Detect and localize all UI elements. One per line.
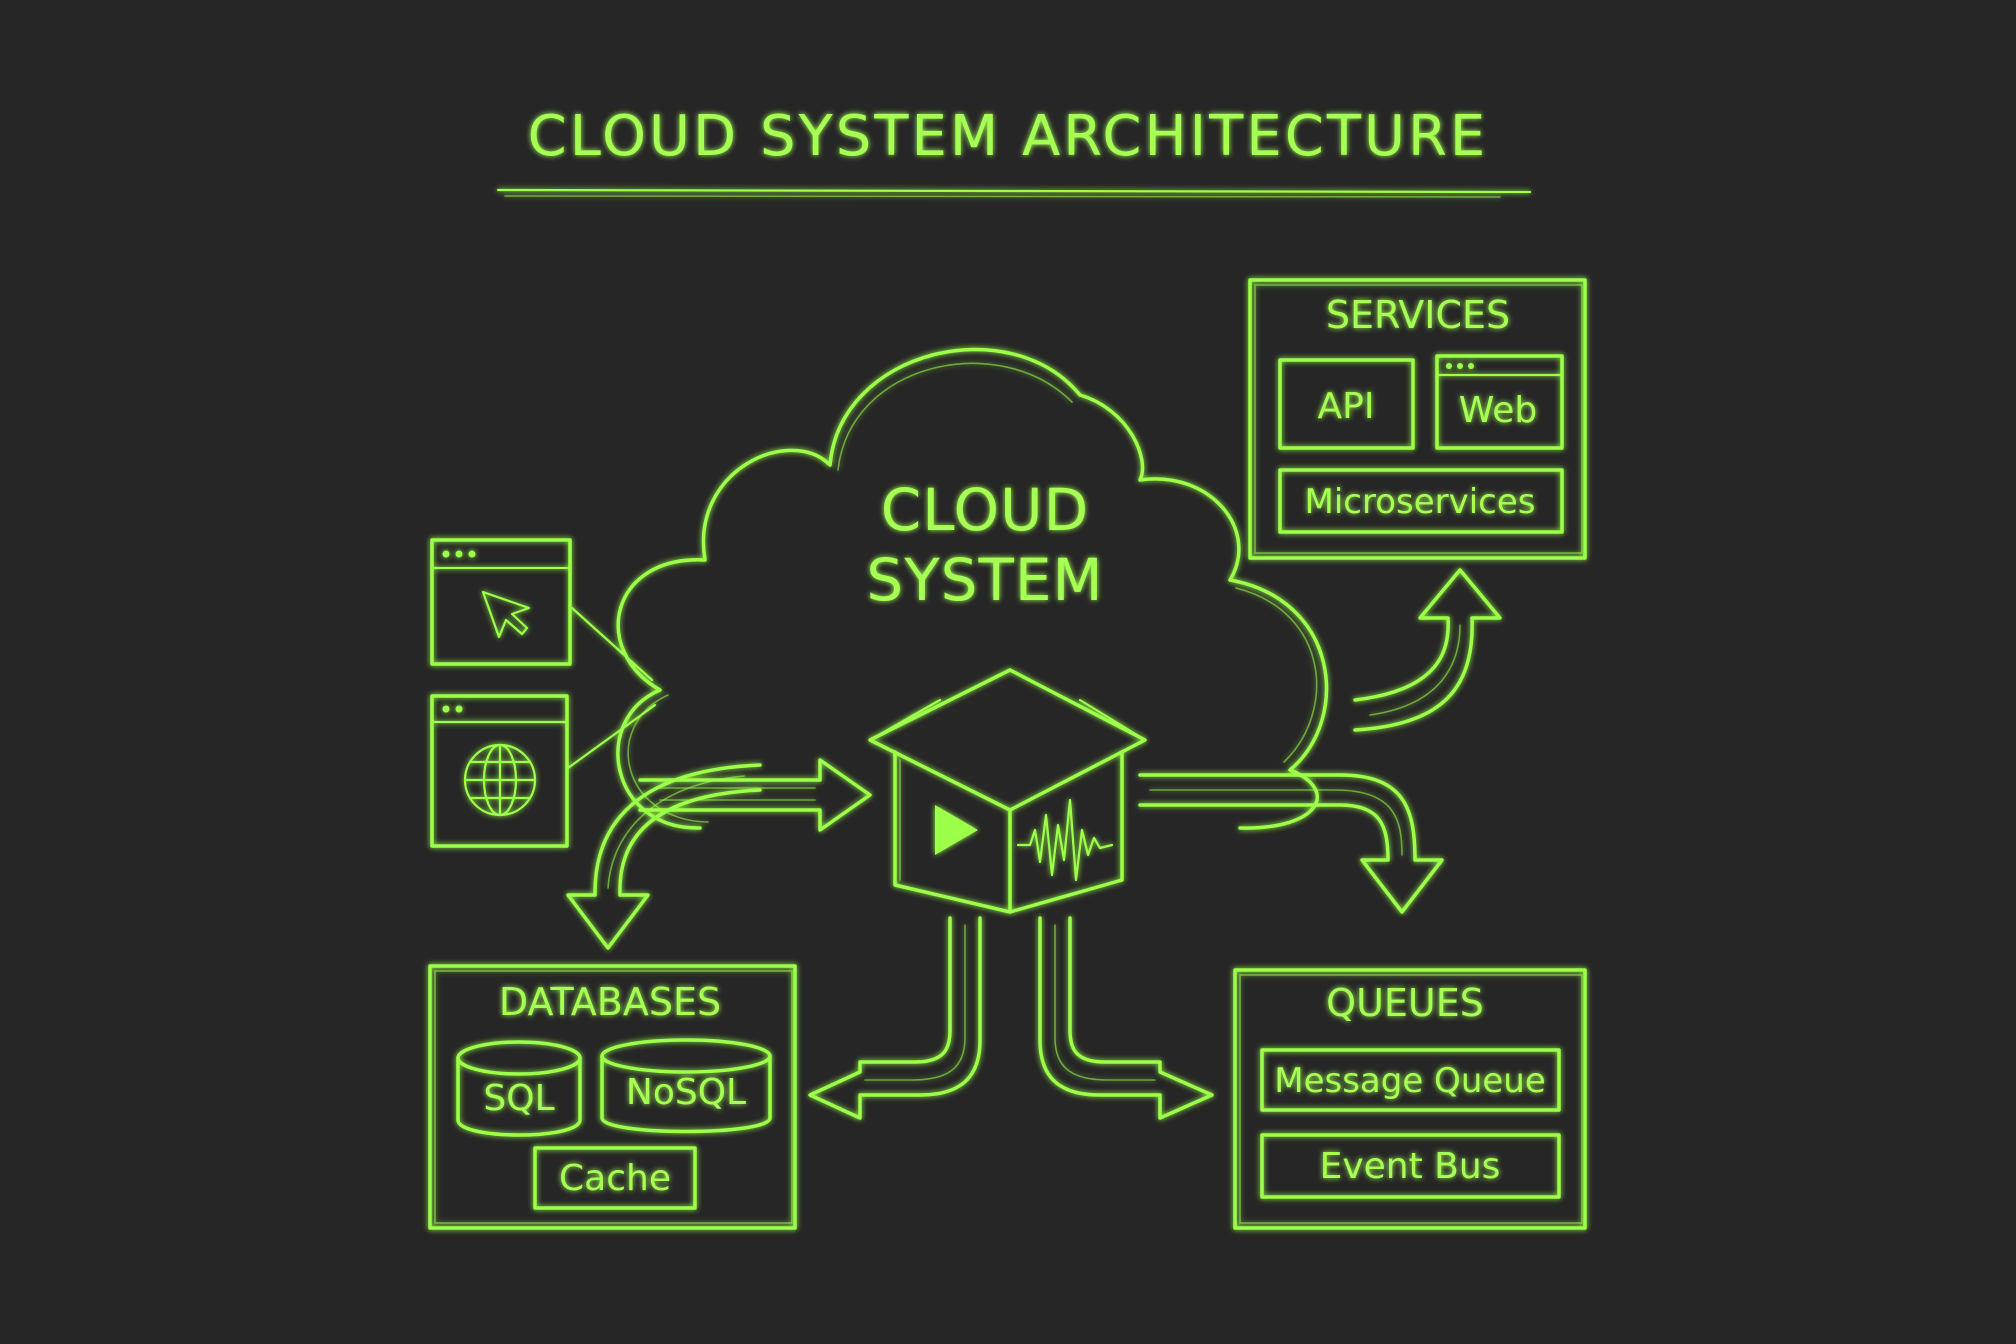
queues-panel: QUEUES Message Queue Event Bus bbox=[1233, 968, 1587, 1230]
waveform-icon bbox=[1016, 798, 1114, 882]
database-sql: SQL bbox=[456, 1040, 582, 1137]
service-web-label: Web bbox=[1459, 390, 1538, 431]
database-cache: Cache bbox=[533, 1146, 697, 1210]
queue-message-queue: Message Queue bbox=[1260, 1048, 1561, 1112]
arrow-down-right bbox=[1038, 916, 1214, 1120]
databases-panel: DATABASES SQL NoSQL Cache bbox=[428, 964, 797, 1230]
central-box bbox=[868, 668, 1147, 914]
client-connector bbox=[566, 606, 657, 770]
arrow-to-queues bbox=[1138, 773, 1444, 914]
arrow-to-services bbox=[1353, 568, 1502, 732]
diagram-title: CLOUD SYSTEM ARCHITECTURE bbox=[496, 104, 1532, 198]
arrow-to-box bbox=[638, 758, 872, 832]
cloud-label-line1: CLOUD bbox=[881, 476, 1090, 544]
cursor-icon bbox=[481, 590, 531, 639]
cloud-label-line2: SYSTEM bbox=[866, 546, 1103, 614]
service-web: Web bbox=[1435, 354, 1564, 450]
queue-event-bus: Event Bus bbox=[1260, 1133, 1561, 1199]
services-panel: SERVICES API Web Microservices bbox=[1248, 278, 1587, 560]
queue-message-queue-label: Message Queue bbox=[1274, 1061, 1546, 1101]
diagram-title-text: CLOUD SYSTEM ARCHITECTURE bbox=[528, 104, 1489, 169]
play-icon bbox=[935, 805, 978, 855]
service-microservices-label: Microservices bbox=[1304, 482, 1535, 522]
database-nosql-label: NoSQL bbox=[626, 1072, 746, 1113]
services-header: SERVICES bbox=[1326, 293, 1510, 337]
arrow-to-databases bbox=[566, 763, 762, 950]
queue-event-bus-label: Event Bus bbox=[1320, 1146, 1501, 1187]
title-underline bbox=[496, 188, 1532, 194]
service-api: API bbox=[1278, 358, 1415, 450]
cloud-shape: CLOUD SYSTEM bbox=[616, 347, 1329, 830]
arrow-down-left bbox=[808, 916, 982, 1120]
service-api-label: API bbox=[1318, 386, 1375, 427]
database-sql-label: SQL bbox=[483, 1078, 554, 1119]
databases-header: DATABASES bbox=[499, 980, 721, 1024]
database-nosql: NoSQL bbox=[600, 1038, 772, 1134]
globe-icon bbox=[463, 743, 537, 817]
queues-header: QUEUES bbox=[1326, 981, 1484, 1025]
browser-window-globe bbox=[430, 694, 569, 848]
browser-window-cursor bbox=[430, 538, 572, 666]
service-microservices: Microservices bbox=[1278, 468, 1564, 534]
database-cache-label: Cache bbox=[559, 1158, 671, 1199]
